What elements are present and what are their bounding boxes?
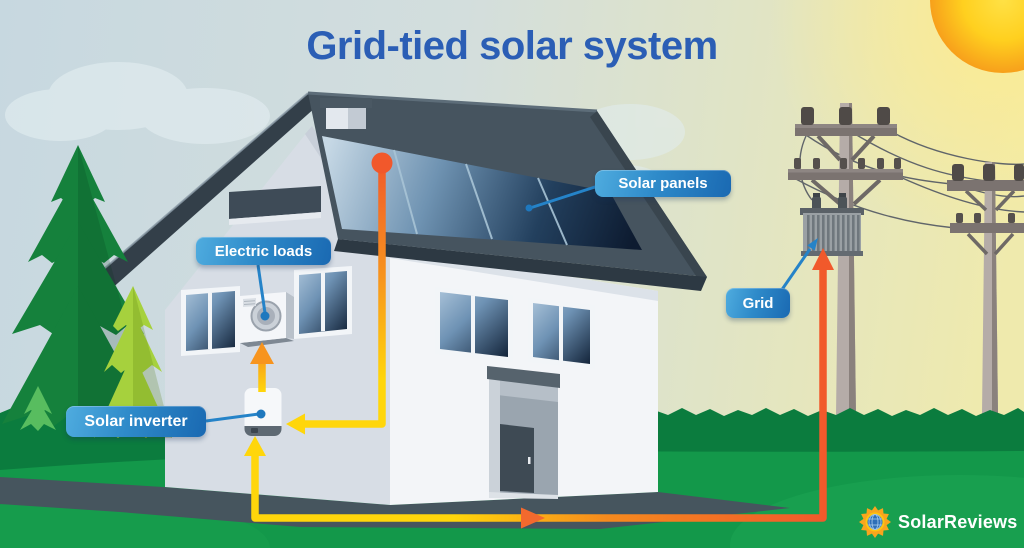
flow-arrowhead-right (521, 507, 545, 529)
attic-vent (229, 186, 321, 225)
house-icon (82, 91, 707, 505)
energy-flow-arrows (244, 152, 834, 529)
power-line-icon (793, 130, 1024, 229)
grid-connector-line (779, 248, 812, 292)
roof-left-slope (83, 93, 316, 299)
label-solar-inverter: Solar inverter (66, 406, 206, 437)
window-icon (294, 266, 352, 339)
flow-panels-to-inverter (305, 166, 386, 428)
flow-arrowhead-up (250, 342, 274, 364)
electric-loads-connector-line (256, 264, 267, 314)
pine-tree-tiny-icon (20, 386, 56, 431)
door-icon (487, 366, 560, 499)
solarreviews-logo: SolarReviews (858, 505, 1017, 539)
solar-inverter-connector-line (205, 412, 260, 423)
flow-arrowhead-up-transformer (812, 248, 834, 270)
chimney-icon (320, 98, 372, 129)
window-icon (435, 287, 513, 362)
connector-endpoints (256, 204, 818, 419)
solar-panels-connector-line (529, 184, 599, 210)
window-icon (181, 286, 240, 356)
flow-source-dot (371, 152, 393, 174)
label-solar-panels: Solar panels (595, 170, 731, 197)
grid-connector-arrowhead (807, 238, 818, 251)
transformer-icon (800, 193, 864, 256)
solarreviews-sun-icon (859, 506, 891, 538)
flow-arrowhead-left (286, 413, 305, 435)
window-icon (528, 298, 595, 369)
solar-panel-array-icon (322, 136, 642, 250)
flow-arrowhead-up-inverter (244, 436, 266, 456)
utility-pole-far (947, 162, 1024, 414)
cloud-icon (5, 62, 270, 144)
solarreviews-logo-text: SolarReviews (898, 511, 1018, 532)
label-electric-loads: Electric loads (196, 237, 331, 265)
sun-icon (930, 0, 1024, 73)
page-title: Grid-tied solar system (306, 24, 718, 68)
utility-pole-near (788, 103, 903, 416)
roof-fascia (334, 239, 707, 291)
label-grid: Grid (726, 288, 790, 318)
label-connectors (205, 184, 812, 423)
